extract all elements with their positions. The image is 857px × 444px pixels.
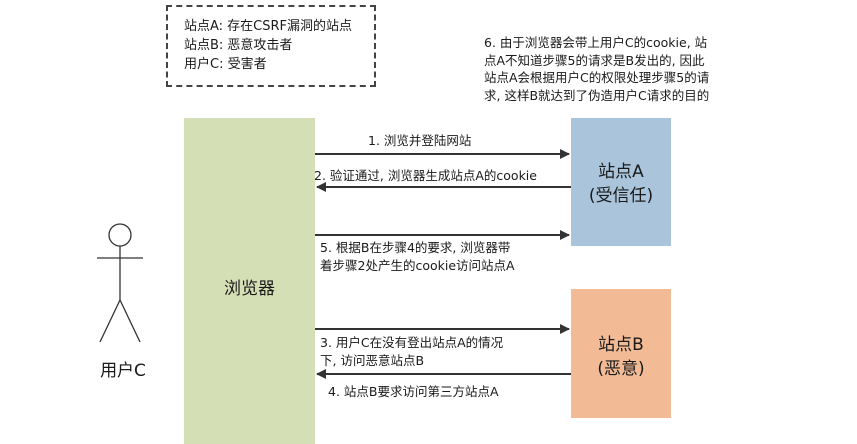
step-5-line-2: 着步骤2处产生的cookie访问站点A xyxy=(320,257,515,273)
user-c-label: 用户C xyxy=(100,361,146,381)
legend-user-c: 用户C: 受害者 xyxy=(184,57,267,72)
step-6-line-3: 站点A会根据用户C的权限处理步骤5的请 xyxy=(484,70,710,85)
step-3-line-1: 3. 用户C在没有登出站点A的情况 xyxy=(320,335,504,350)
site-b-box xyxy=(571,289,671,418)
step-6-line-1: 6. 由于浏览器会带上用户C的cookie, 站 xyxy=(484,35,708,50)
site-b-label: 站点B (恶意) xyxy=(571,333,671,381)
browser-box xyxy=(184,118,315,444)
site-b-role: (恶意) xyxy=(597,359,645,379)
site-a-box xyxy=(571,118,671,246)
site-a-role: (受信任) xyxy=(588,186,654,206)
legend-site-b: 站点B: 恶意攻击者 xyxy=(184,38,293,53)
step-6-note: 6. 由于浏览器会带上用户C的cookie, 站 点A不知道步骤5的请求是B发出… xyxy=(484,34,754,104)
step-3-label: 3. 用户C在没有登出站点A的情况 下, 访问恶意站点B xyxy=(320,334,503,369)
legend-site-a: 站点A: 存在CSRF漏洞的站点 xyxy=(184,19,353,34)
step-4-label: 4. 站点B要求访问第三方站点A xyxy=(328,384,499,399)
step-3-line-2: 下, 访问恶意站点B xyxy=(320,352,425,368)
step-5-label: 5. 根据B在步骤4的要求, 浏览器带 着步骤2处产生的cookie访问站点A xyxy=(320,239,515,274)
site-b-name: 站点B xyxy=(598,335,644,355)
step-1-label: 1. 浏览并登陆网站 xyxy=(368,133,472,148)
site-a-label: 站点A (受信任) xyxy=(571,160,671,208)
step-6-line-4: 求, 这样B就达到了伪造用户C请求的目的 xyxy=(484,87,710,103)
step-6-line-2: 点A不知道步骤5的请求是B发出的, 因此 xyxy=(484,52,705,68)
step-5-line-1: 5. 根据B在步骤4的要求, 浏览器带 xyxy=(320,240,511,255)
user-figure-icon xyxy=(97,223,143,343)
step-2-label: 2. 验证通过, 浏览器生成站点A的cookie xyxy=(314,168,537,183)
site-a-name: 站点A xyxy=(598,162,644,182)
legend-box: 站点A: 存在CSRF漏洞的站点 站点B: 恶意攻击者 用户C: 受害者 xyxy=(166,5,376,87)
browser-label: 浏览器 xyxy=(224,279,275,299)
